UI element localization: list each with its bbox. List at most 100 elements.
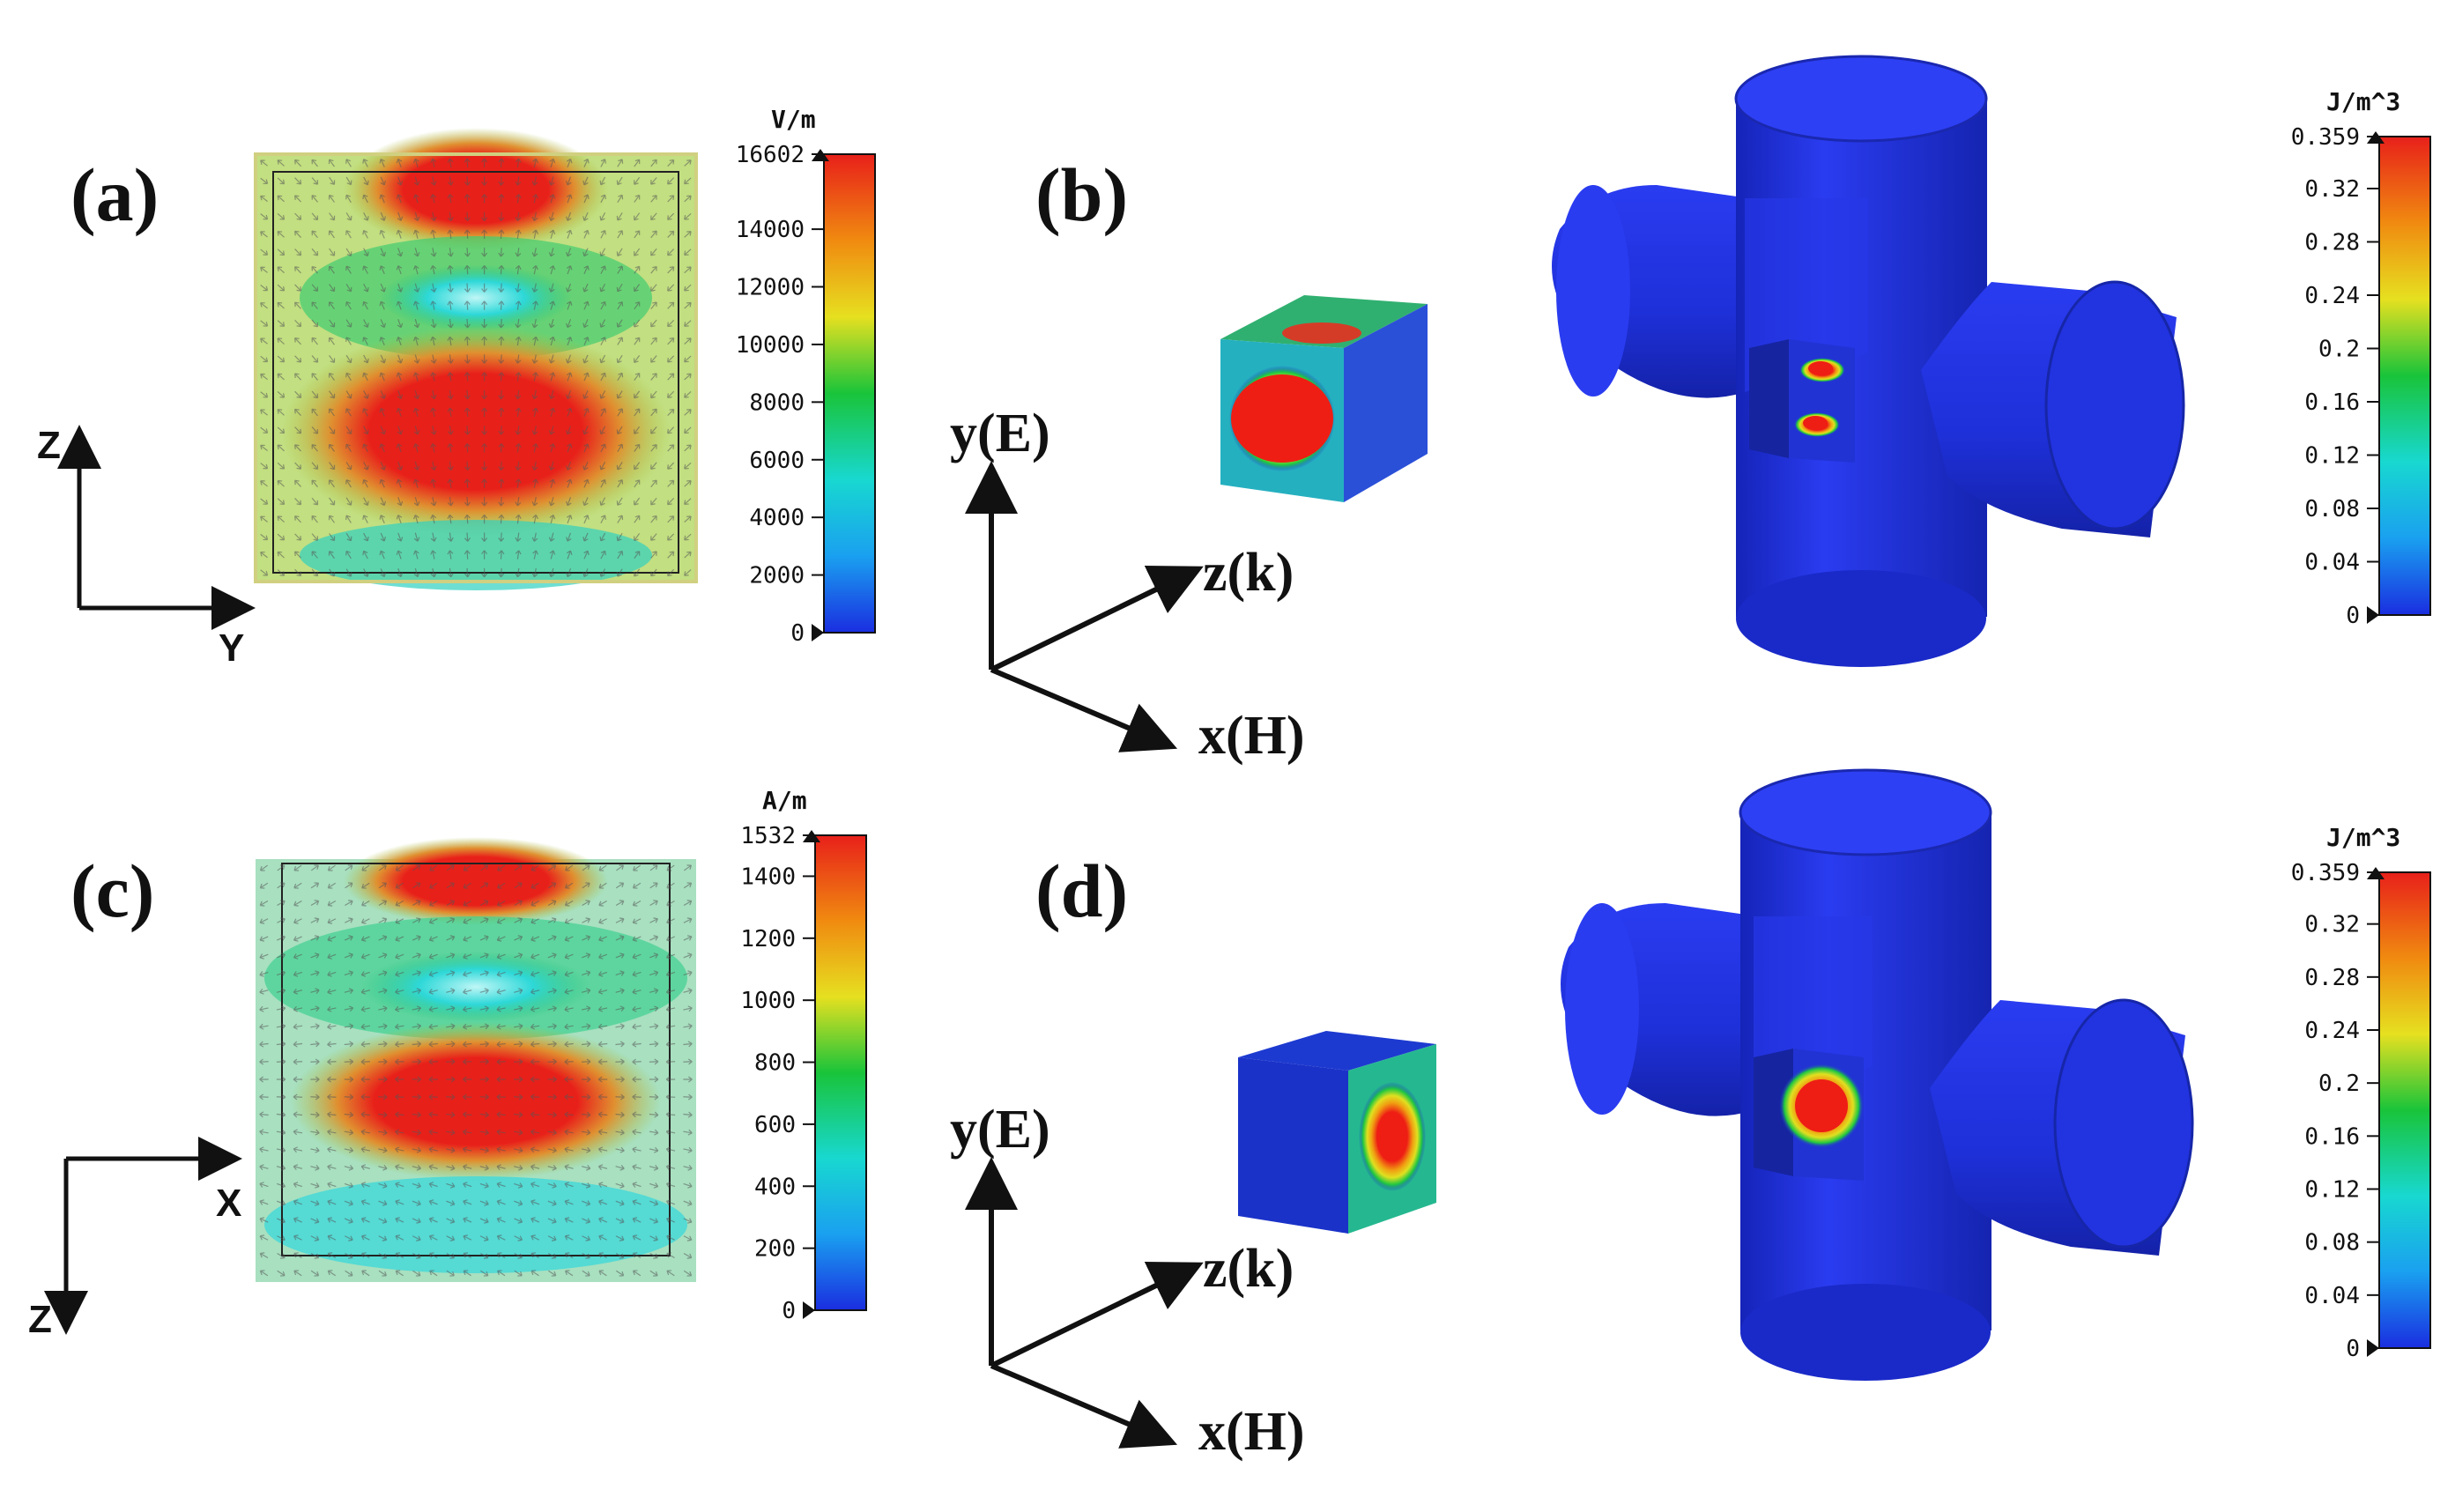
field-arrow [479,1252,489,1259]
field-arrow [412,1164,421,1171]
field-arrow [531,567,538,578]
field-arrow [277,462,286,470]
field-arrow [582,900,590,907]
field-arrow [362,478,368,488]
field-arrow [463,1182,472,1188]
field-arrow [446,1023,456,1030]
field-arrow [583,229,590,239]
field-arrow [378,1093,388,1101]
field-arrow [260,231,268,238]
field-arrow [617,515,624,523]
field-arrow [360,1041,371,1048]
field-arrow [396,336,403,346]
field-arrow [310,1005,320,1012]
field-arrow [428,1164,438,1171]
field-arrow [632,1111,642,1118]
field-arrow [277,373,285,381]
field-arrow [667,408,675,417]
field-arrow [430,318,437,329]
field-arrow [360,988,370,995]
field-arrow [548,567,555,578]
field-arrow [428,1076,438,1083]
field-arrow [276,1111,286,1118]
field-arrow [429,900,438,907]
field-arrow [380,497,386,507]
field-arrow [515,461,522,471]
field-arrow [514,1252,523,1259]
field-arrow [277,320,286,327]
field-arrow [532,550,538,560]
colorbar-c-tick-label: 1400 [740,863,796,890]
field-arrow [649,1270,658,1277]
field-arrow [259,1093,269,1101]
field-arrow [616,284,623,293]
colorbar-b-tick-label: 0.04 [2304,549,2360,575]
field-arrow [564,1146,574,1153]
field-arrow [310,1093,320,1101]
field-arrow [378,1164,388,1171]
field-arrow [277,391,286,398]
field-arrow [479,900,489,907]
field-arrow [329,497,336,506]
field-arrow [566,372,573,382]
field-arrow [378,1005,388,1012]
field-arrow [378,1146,388,1153]
field-arrow [481,158,488,168]
field-arrow [464,407,471,418]
field-arrow [345,1270,353,1277]
field-arrow [378,1200,388,1206]
field-arrow [276,1164,286,1171]
axis-a-vertical: Z [37,424,61,467]
field-arrow [616,319,623,328]
colorbar-a-min-marker [812,624,824,641]
field-arrow [479,1235,489,1241]
field-arrow [395,1111,404,1118]
field-arrow [582,461,589,471]
field-arrow [430,389,437,400]
field-arrow [547,917,557,923]
colorbar-d-gradient [2378,871,2431,1349]
field-arrow [615,1200,625,1206]
field-arrow [345,354,352,364]
field-arrow [649,882,658,889]
field-arrow [684,266,692,274]
field-arrow [395,1217,404,1223]
field-arrow [259,1111,269,1118]
field-arrow [548,461,555,471]
field-arrow [379,407,385,417]
field-arrow [260,409,268,416]
colorbar-b-max-marker [2367,131,2385,144]
colorbar-d-max-marker [2367,867,2385,879]
field-arrow [531,532,538,542]
field-arrow [530,1234,540,1241]
field-arrow [481,478,488,488]
field-arrow [412,917,421,923]
colorbar-a-tick-label: 2000 [749,563,805,589]
field-arrow [634,176,641,185]
field-arrow [531,354,538,364]
field-arrow [566,248,572,257]
field-arrow [582,935,591,941]
field-arrow [632,1058,642,1065]
field-arrow [463,1129,472,1136]
field-arrow [294,266,301,274]
field-arrow [413,319,420,329]
field-arrow [598,953,608,960]
field-arrow [481,194,488,204]
field-arrow [598,936,608,942]
field-arrow [684,373,692,381]
field-arrow [428,1041,438,1048]
field-arrow [530,1146,540,1153]
colorbar-a-gradient [823,153,876,634]
axis-triad-b: y(E) z(k) x(H) [950,404,1305,766]
field-arrow [665,1076,676,1083]
field-arrow [413,497,420,507]
field-arrow [564,953,574,960]
field-arrow [632,1252,642,1259]
field-arrow [634,159,641,167]
field-arrow [634,354,641,364]
field-arrow [345,212,352,221]
field-arrow [665,1005,676,1012]
field-arrow [277,1270,286,1277]
field-arrow [259,936,269,942]
